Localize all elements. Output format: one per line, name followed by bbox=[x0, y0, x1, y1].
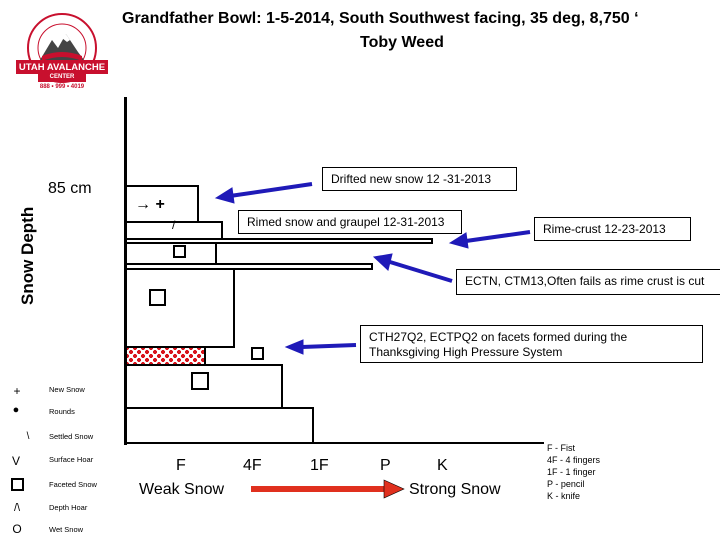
callout-rime-crust: Rime-crust 12-23-2013 bbox=[534, 217, 691, 241]
callout-ectn: ECTN, CTM13,Often fails as rime crust is… bbox=[456, 269, 720, 295]
hardness-tick-F: F bbox=[176, 457, 186, 474]
hardness-tick-4F: 4F bbox=[243, 457, 262, 474]
layer-rime-crust bbox=[125, 238, 433, 244]
layer-basal bbox=[125, 407, 314, 444]
legend-wet-snow-label: Wet Snow bbox=[49, 525, 84, 534]
legend-faceted-snow-symbol bbox=[11, 478, 24, 491]
x-axis-line bbox=[124, 442, 544, 444]
layer-second-crust bbox=[125, 263, 373, 270]
legend-rounds-label: Rounds bbox=[49, 407, 75, 416]
chart-subtitle: Toby Weed bbox=[360, 34, 444, 51]
faceted-snow-symbol bbox=[149, 289, 166, 306]
depth-label: 85 cm bbox=[48, 180, 92, 197]
legend-surface-hoar-label: Surface Hoar bbox=[49, 455, 94, 464]
callout-drifted-new-snow: Drifted new snow 12 -31-2013 bbox=[322, 167, 517, 191]
legend-rounds-symbol: ● bbox=[12, 404, 20, 416]
logo-phone-text: 888 • 999 • 4019 bbox=[39, 84, 85, 90]
faceted-snow-symbol bbox=[251, 347, 264, 360]
logo-main-text: UTAH AVALANCHE bbox=[18, 62, 106, 73]
hardness-tick-P: P bbox=[380, 457, 391, 474]
utah-avalanche-center-logo: UTAH AVALANCHE CENTER 888 • 999 • 4019 bbox=[12, 8, 112, 96]
hardness-key-item: P - pencil bbox=[547, 479, 585, 489]
legend-wet-snow-symbol: O bbox=[12, 522, 22, 536]
legend-new-snow-symbol: + bbox=[13, 384, 21, 398]
hardness-tick-1F: 1F bbox=[310, 457, 329, 474]
callout-cth-facets: CTH27Q2, ECTPQ2 on facets formed during … bbox=[360, 325, 703, 363]
settled-snow-symbol: / bbox=[172, 218, 176, 232]
layer-mid-slab bbox=[125, 268, 235, 348]
legend-settled-snow-symbol: \ bbox=[26, 431, 30, 442]
legend-depth-hoar-label: Depth Hoar bbox=[49, 503, 88, 512]
weak-snow-label: Weak Snow bbox=[139, 481, 225, 498]
hardness-key-item: 4F - 4 fingers bbox=[547, 455, 601, 465]
legend-faceted-snow-label: Faceted Snow bbox=[49, 480, 97, 489]
chart-title: Grandfather Bowl: 1-5-2014, South Southw… bbox=[122, 10, 639, 27]
hardness-key-item: K - knife bbox=[547, 491, 581, 501]
legend-depth-hoar-symbol: /\ bbox=[13, 502, 21, 514]
faceted-snow-symbol bbox=[191, 372, 209, 390]
legend-surface-hoar-symbol: V bbox=[11, 454, 20, 468]
legend-settled-snow-label: Settled Snow bbox=[49, 432, 94, 441]
new-snow-symbol: → + bbox=[135, 196, 165, 213]
callout-rimed-snow: Rimed snow and graupel 12-31-2013 bbox=[238, 210, 462, 234]
hardness-tick-K: K bbox=[437, 457, 448, 474]
legend-new-snow-label: New Snow bbox=[49, 385, 85, 394]
faceted-snow-symbol bbox=[173, 245, 186, 258]
strong-snow-label: Strong Snow bbox=[409, 481, 501, 498]
hardness-key-item: 1F - 1 finger bbox=[547, 467, 596, 477]
hardness-key-item: F - Fist bbox=[547, 443, 575, 453]
logo-sub-text: CENTER bbox=[49, 74, 75, 80]
